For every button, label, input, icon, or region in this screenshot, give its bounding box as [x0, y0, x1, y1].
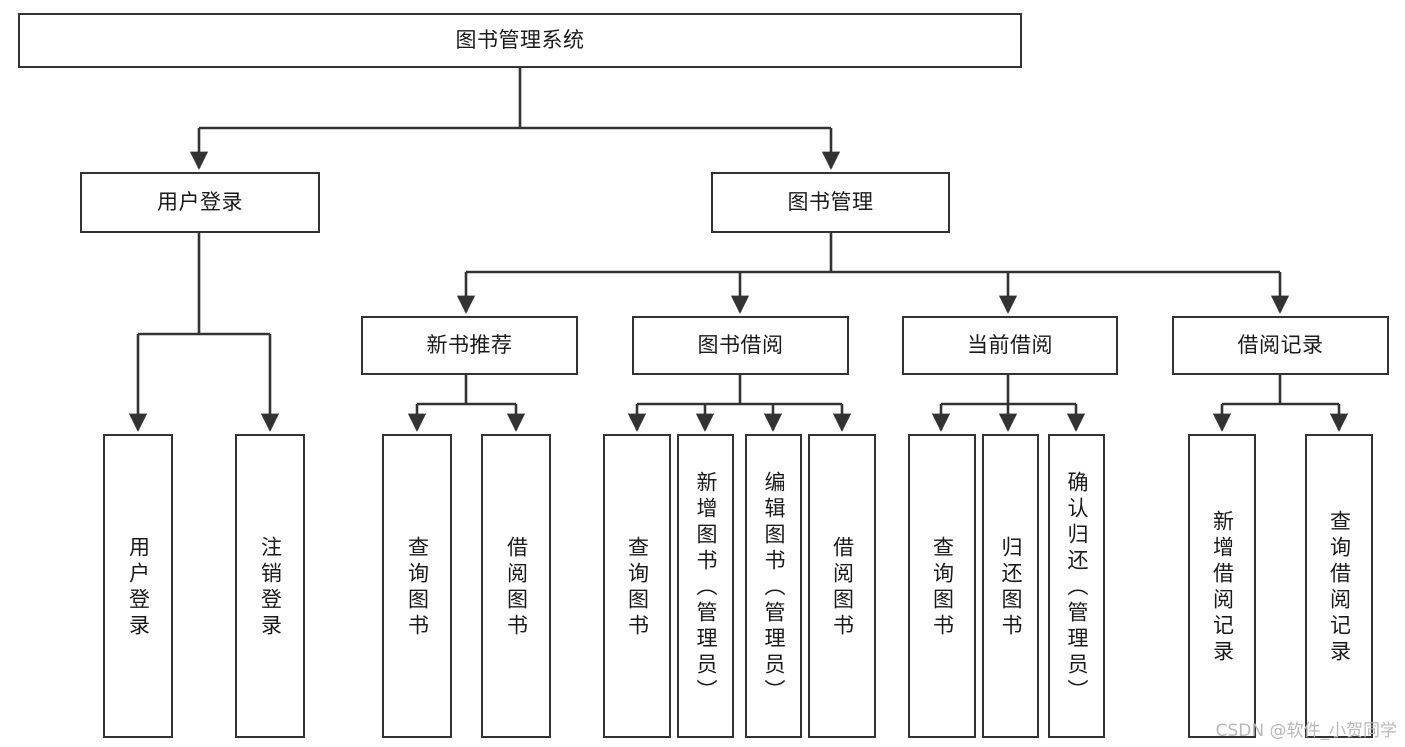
node-label: 查询借阅记录 — [1327, 510, 1352, 666]
node-label: 借阅图书 — [830, 536, 855, 640]
node-label: 查询图书 — [625, 536, 650, 640]
node-label: 图书管理系统 — [455, 27, 585, 52]
node-new-book-recommend[interactable]: 新书推荐 — [361, 316, 578, 375]
node-label: 当前借阅 — [967, 332, 1053, 357]
node-borrow-record[interactable]: 借阅记录 — [1172, 316, 1389, 375]
node-label: 归还图书 — [999, 536, 1024, 640]
node-label: 新书推荐 — [426, 332, 513, 357]
leaf-user-logout[interactable]: 注销登录 — [235, 434, 305, 738]
node-book-management[interactable]: 图书管理 — [711, 172, 950, 233]
leaf-new-book-query[interactable]: 查询图书 — [382, 434, 452, 738]
node-label: 确认归还（管理员） — [1065, 471, 1090, 705]
leaf-current-borrow-confirm-return[interactable]: 确认归还（管理员） — [1048, 434, 1105, 738]
node-label: 查询图书 — [930, 536, 955, 640]
node-label: 借阅图书 — [504, 536, 529, 640]
leaf-book-borrow-add[interactable]: 新增图书（管理员） — [677, 434, 734, 738]
node-label: 图书借阅 — [697, 332, 784, 357]
node-label: 借阅记录 — [1237, 332, 1324, 357]
node-current-borrow[interactable]: 当前借阅 — [902, 316, 1118, 375]
node-label: 图书管理 — [787, 189, 874, 214]
node-label: 注销登录 — [258, 536, 283, 640]
node-user-login[interactable]: 用户登录 — [80, 172, 320, 233]
node-label: 编辑图书（管理员） — [762, 471, 787, 705]
node-label: 查询图书 — [405, 536, 430, 640]
node-label: 新增图书（管理员） — [694, 471, 719, 705]
leaf-borrow-record-query[interactable]: 查询借阅记录 — [1305, 434, 1373, 738]
leaf-borrow-record-add[interactable]: 新增借阅记录 — [1188, 434, 1256, 738]
leaf-current-borrow-query[interactable]: 查询图书 — [908, 434, 976, 738]
node-label: 用户登录 — [157, 189, 243, 214]
leaf-current-borrow-return[interactable]: 归还图书 — [982, 434, 1039, 738]
node-book-borrow[interactable]: 图书借阅 — [632, 316, 849, 375]
node-label: 用户登录 — [126, 536, 151, 640]
leaf-book-borrow-edit[interactable]: 编辑图书（管理员） — [745, 434, 802, 738]
leaf-book-borrow-borrow[interactable]: 借阅图书 — [808, 434, 876, 738]
leaf-new-book-borrow[interactable]: 借阅图书 — [481, 434, 551, 738]
node-root-book-management-system[interactable]: 图书管理系统 — [18, 13, 1022, 68]
leaf-book-borrow-query[interactable]: 查询图书 — [603, 434, 671, 738]
leaf-user-login[interactable]: 用户登录 — [103, 434, 173, 738]
node-label: 新增借阅记录 — [1210, 510, 1235, 666]
csdn-watermark: CSDN @软件_小贺同学 — [1215, 721, 1397, 741]
